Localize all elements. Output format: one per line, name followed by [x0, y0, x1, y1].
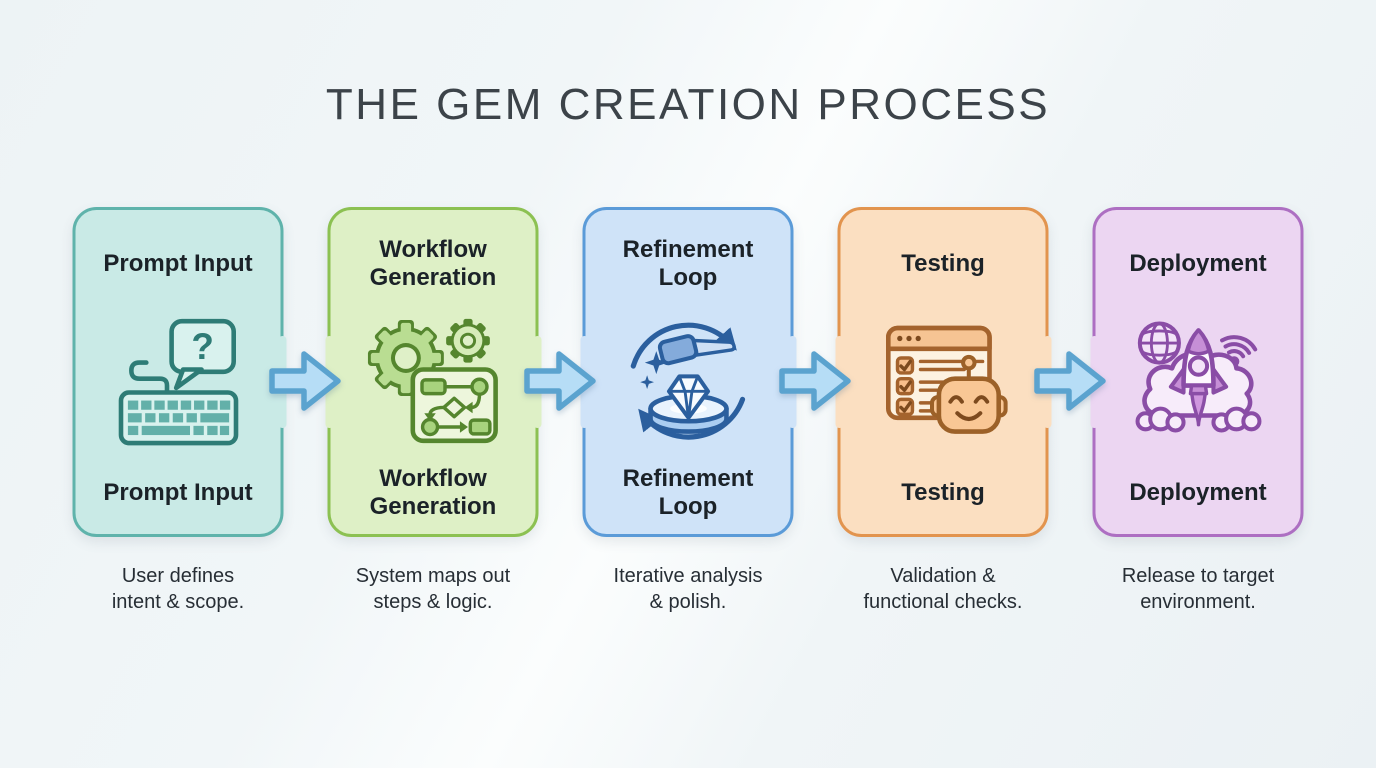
step-title-bottom: Workflow Generation — [369, 464, 497, 520]
step-caption: Validation & functional checks. — [863, 565, 1023, 613]
step-card-deployment: Deployment Depl — [1090, 207, 1304, 537]
step-title: Deployment — [1129, 249, 1267, 277]
keyboard-question-icon: ? — [109, 306, 247, 456]
page-title: THE GEM CREATION PROCESS — [325, 80, 1051, 129]
flow-arrow — [1031, 345, 1109, 417]
flow-arrow — [266, 345, 344, 417]
step-caption: Iterative analysis & polish. — [613, 565, 763, 613]
step-card-workflow-generation: Workflow Generation — [325, 207, 541, 537]
gears-flowchart-icon — [364, 306, 502, 456]
step-title-bottom: Prompt Input — [103, 478, 253, 506]
captions-row: User defines intent & scope. System maps… — [73, 563, 1304, 615]
flow-arrow — [776, 345, 854, 417]
step-caption: User defines intent & scope. — [111, 565, 245, 613]
rocket-launch-icon — [1129, 306, 1267, 456]
question-mark-glyph: ? — [191, 326, 213, 367]
step-title: Testing — [901, 249, 985, 277]
step-title: Prompt Input — [103, 249, 253, 277]
checklist-robot-icon — [874, 306, 1012, 456]
flow-arrow — [521, 345, 599, 417]
step-title: Refinement Loop — [622, 235, 754, 291]
step-title-bottom: Testing — [901, 478, 985, 506]
step-card-refinement-loop: Refinement Loop — [580, 207, 796, 537]
process-steps-row: Prompt Input ? — [72, 207, 1304, 537]
step-caption: Release to target environment. — [1121, 565, 1275, 613]
step-title: Workflow Generation — [369, 235, 497, 291]
step-caption: System maps out steps & logic. — [355, 565, 511, 613]
step-title-bottom: Refinement Loop — [622, 464, 754, 520]
step-card-prompt-input: Prompt Input ? — [72, 207, 286, 537]
step-card-testing: Testing — [835, 207, 1051, 537]
gem-polish-loop-icon — [619, 306, 757, 456]
step-title-bottom: Deployment — [1129, 478, 1267, 506]
